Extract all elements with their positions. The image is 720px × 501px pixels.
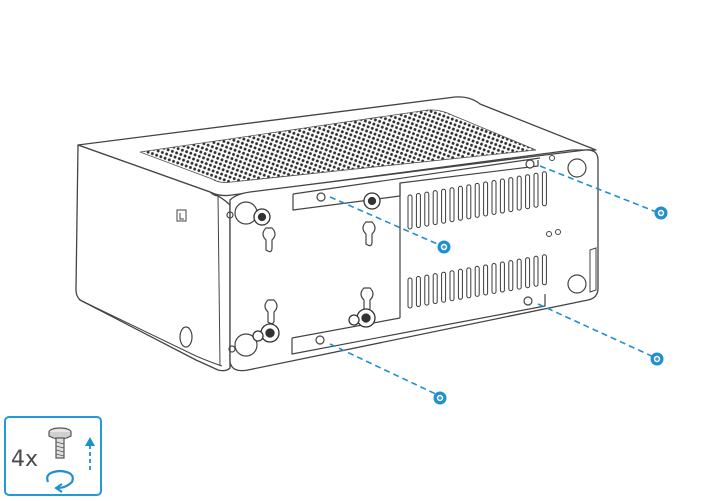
vent-slot [525, 257, 531, 289]
screw-icon [48, 427, 72, 459]
vent-slot [466, 267, 472, 299]
vent-slot [491, 263, 497, 294]
vent-slot [499, 178, 505, 214]
vent-slot [508, 260, 514, 292]
screw-bottom-right-icon [650, 352, 664, 366]
side-logo-icon [176, 209, 187, 222]
vent-slot [441, 271, 447, 303]
vent-slot [415, 276, 421, 308]
vent-slot [449, 270, 455, 302]
vent-slot [474, 182, 480, 218]
vent-slot [516, 175, 522, 211]
chassis-front-face [229, 149, 599, 372]
vent-slot [525, 174, 531, 210]
mounting-bracket [291, 157, 546, 355]
vent-slot [533, 255, 539, 287]
vent-slot [491, 180, 497, 215]
vent-slot [441, 188, 447, 224]
legend-box: 4x [4, 416, 102, 496]
vent-slot [457, 185, 463, 221]
right-side-port [589, 247, 597, 293]
vent-slot [449, 187, 455, 223]
vent-slot [508, 177, 514, 213]
vent-slot [466, 184, 472, 220]
vent-slot [457, 268, 463, 300]
vent-slot [499, 261, 505, 293]
screw-leader-lines [329, 165, 660, 397]
quantity-label: 4x [11, 447, 38, 472]
screw-top-right-icon [654, 206, 668, 220]
screw-top-center-icon [437, 240, 451, 254]
vent-slot [541, 171, 547, 207]
vent-slot [424, 191, 430, 227]
vent-slot [474, 265, 480, 297]
front-small-holes [546, 155, 561, 237]
mounting-posts [252, 192, 381, 343]
vent-slot [432, 273, 438, 305]
vent-slot [432, 190, 438, 226]
screw-bottom-center-icon [433, 391, 447, 405]
vent-slot [533, 172, 539, 208]
rotate-ccw-icon [46, 469, 74, 493]
bracket-screw-holes [315, 159, 535, 345]
top-mesh-vent [139, 109, 537, 183]
vent-slot [415, 193, 421, 229]
vent-slot [541, 254, 547, 286]
vent-slot [424, 274, 430, 306]
arrow-up-icon [85, 437, 95, 470]
vent-slot [516, 258, 522, 290]
front-vent-slots [407, 171, 547, 309]
vent-slot [483, 181, 489, 217]
vent-slot [407, 194, 413, 230]
vent-slot [407, 277, 413, 309]
vent-slot [483, 264, 489, 296]
side-port-hole [179, 326, 193, 348]
